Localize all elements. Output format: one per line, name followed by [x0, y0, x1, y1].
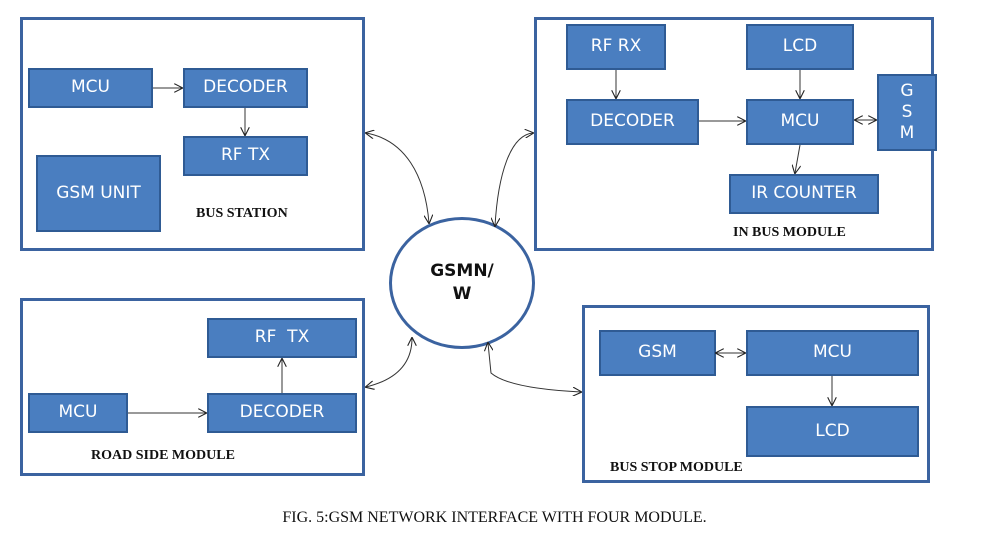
link-hub-in-bus — [495, 133, 533, 226]
bus-stop-mcu-block: MCU — [746, 330, 919, 376]
bus-station-decoder-block: DECODER — [183, 68, 308, 108]
in-bus-gsm-block: G S M — [877, 74, 937, 151]
figure-caption: FIG. 5:GSM NETWORK INTERFACE WITH FOUR M… — [282, 509, 707, 526]
in-bus-decoder-block: DECODER — [566, 99, 699, 145]
gsm-network-hub: GSMN/ W — [389, 217, 535, 349]
bus-station-label: BUS STATION — [196, 206, 288, 221]
bus-stop-module-label: BUS STOP MODULE — [610, 460, 743, 475]
in-bus-module-label: IN BUS MODULE — [733, 225, 846, 240]
link-hub-bus-stop — [488, 343, 581, 392]
road-side-mcu-block: MCU — [28, 393, 128, 433]
road-side-module-label: ROAD SIDE MODULE — [91, 448, 235, 463]
road-side-module: ROAD SIDE MODULE — [20, 298, 365, 476]
bus-stop-lcd-block: LCD — [746, 406, 919, 457]
link-hub-road-side — [366, 338, 412, 387]
road-side-decoder-block: DECODER — [207, 393, 357, 433]
in-bus-ir-counter-block: IR COUNTER — [729, 174, 879, 214]
bus-station-mcu-block: MCU — [28, 68, 153, 108]
bus-station-rf-tx-block: RF TX — [183, 136, 308, 176]
in-bus-rf-rx-block: RF RX — [566, 24, 666, 70]
bus-station-gsm-unit-block: GSM UNIT — [36, 155, 161, 232]
bus-stop-gsm-block: GSM — [599, 330, 716, 376]
in-bus-mcu-block: MCU — [746, 99, 854, 145]
link-hub-bus-station — [366, 133, 429, 223]
road-side-rf-tx-block: RF TX — [207, 318, 357, 358]
in-bus-lcd-block: LCD — [746, 24, 854, 70]
